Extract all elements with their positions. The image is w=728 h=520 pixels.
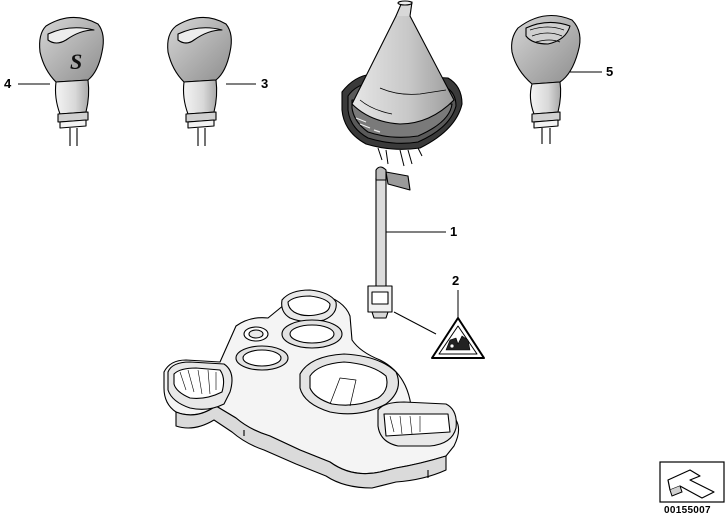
callout-3: 3 [261, 76, 269, 91]
centre-console [163, 289, 460, 489]
callout-5: 5 [606, 64, 614, 79]
gear-knob-wood-grain [511, 14, 602, 144]
callout-1: 1 [450, 224, 458, 239]
callout-4: 4 [4, 76, 12, 91]
orientation-arrow-icon [659, 461, 725, 503]
gear-boot-assembly [341, 0, 463, 335]
warning-triangle-icon [431, 290, 485, 359]
gear-knob-standard [167, 16, 256, 146]
diagram-number: 00155007 [664, 505, 711, 516]
gear-knob-s-emblem [18, 16, 104, 146]
knob-monogram: S [70, 49, 82, 74]
callout-2: 2 [452, 273, 460, 288]
